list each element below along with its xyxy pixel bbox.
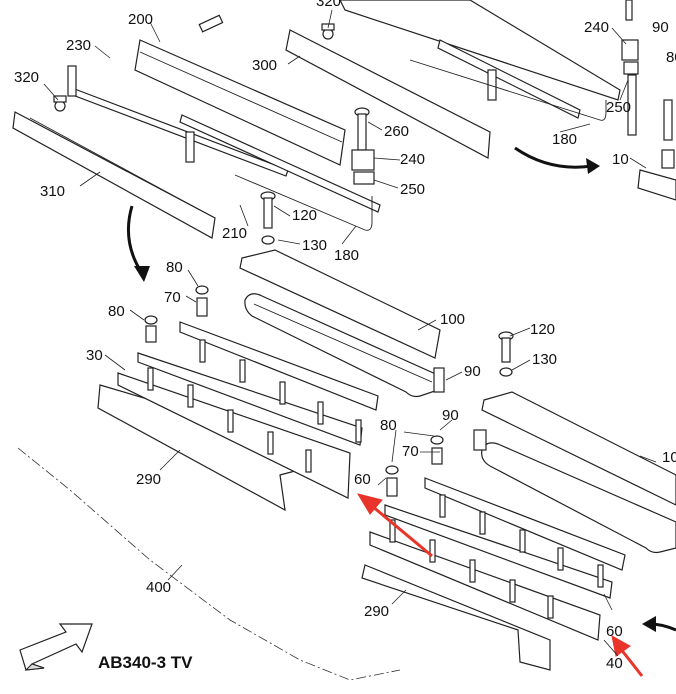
- rail-300: [285, 29, 491, 159]
- label-90-right: 90: [442, 407, 459, 424]
- bolt-260: [354, 107, 370, 151]
- heater-loop-right: [481, 442, 676, 554]
- label-250-right: 250: [606, 99, 631, 116]
- label-60-right: 60: [606, 623, 623, 640]
- label-80-right: 80: [380, 417, 397, 434]
- terminal-90-right: [473, 429, 487, 451]
- label-120-left: 120: [292, 207, 317, 224]
- label-90-mid: 90: [464, 363, 481, 380]
- orientation-arrow-icon: [19, 623, 93, 671]
- frame-top-right: [339, 0, 621, 101]
- standoff-70-left: [195, 285, 209, 317]
- label-70-right: 70: [402, 443, 419, 460]
- bolt-120-left: [260, 191, 276, 245]
- label-250-left: 250: [400, 181, 425, 198]
- label-80-top: 80: [666, 49, 676, 66]
- label-120-right: 120: [530, 321, 555, 338]
- bracket-left-b: [185, 131, 195, 163]
- label-180-left: 180: [334, 247, 359, 264]
- plate-30: [117, 372, 351, 499]
- standoff-70-right: [430, 435, 444, 465]
- pins-left: [147, 339, 362, 473]
- label-240-right: 240: [584, 19, 609, 36]
- label-200: 200: [128, 11, 153, 28]
- part-10-top: [637, 169, 676, 201]
- arrow-top-right: [514, 146, 593, 169]
- rod-180-left: [234, 174, 373, 231]
- label-210: 210: [222, 225, 247, 242]
- arrow-left-down-head: [134, 266, 150, 282]
- label-300: 300: [252, 57, 277, 74]
- label-240-left: 240: [400, 151, 425, 168]
- label-40: 40: [606, 655, 623, 672]
- heater-loop-100: [244, 293, 444, 398]
- label-60-left: 60: [354, 471, 371, 488]
- screw-top: [198, 14, 224, 33]
- label-290-right: 290: [364, 603, 389, 620]
- leader-lines: [43, 9, 657, 657]
- label-400: 400: [146, 579, 171, 596]
- plate-290-right: [361, 564, 551, 671]
- arrow-left-down: [126, 205, 142, 271]
- plate-100: [239, 249, 441, 359]
- highlight-arrow-60-left: [356, 493, 433, 558]
- standoff-80-right: [385, 465, 399, 497]
- arrow-bottom-right-head: [642, 616, 656, 632]
- hinge-240-250-left: [351, 149, 375, 185]
- arrow-top-right-head: [586, 158, 600, 174]
- plate-40-top: [424, 477, 626, 571]
- label-30: 30: [86, 347, 103, 364]
- label-10-right: 10: [662, 449, 676, 466]
- bar-210: [179, 114, 381, 213]
- label-230: 230: [66, 37, 91, 54]
- hinge-240-250-right: [621, 0, 639, 136]
- label-320-top: 320: [316, 0, 341, 10]
- screw-320-left: [53, 95, 67, 112]
- bolt-right-edge: [661, 99, 675, 169]
- plate-40-upper: [384, 504, 613, 599]
- diagram-title: AB340-3 TV: [98, 653, 193, 672]
- standoff-80-left: [144, 315, 158, 343]
- plate-30-upper: [137, 352, 363, 446]
- label-310: 310: [40, 183, 65, 200]
- label-80-a: 80: [166, 259, 183, 276]
- plate-30-top: [179, 321, 379, 411]
- highlight-arrow-60-right: [611, 635, 644, 677]
- label-320-left: 320: [14, 69, 39, 86]
- channel-200: [134, 39, 346, 166]
- bracket-left-a: [67, 65, 77, 97]
- label-260: 260: [384, 123, 409, 140]
- label-180-right: 180: [552, 131, 577, 148]
- rail-310: [12, 111, 216, 239]
- plate-40: [369, 531, 601, 641]
- label-100: 100: [440, 311, 465, 328]
- bolt-120-right: [498, 331, 514, 377]
- label-10-top: 10: [612, 151, 629, 168]
- terminal-90-left: [433, 367, 445, 393]
- label-70-a: 70: [164, 289, 181, 306]
- label-130-right: 130: [532, 351, 557, 368]
- plate-10-right: [481, 391, 676, 506]
- label-290-left: 290: [136, 471, 161, 488]
- frame-outline-400: [17, 447, 401, 681]
- pins-right: [389, 494, 604, 619]
- rod-180-right: [409, 59, 607, 121]
- label-90-top: 90: [652, 19, 669, 36]
- label-80-b: 80: [108, 303, 125, 320]
- label-130-left: 130: [302, 237, 327, 254]
- bar-top-right: [437, 39, 581, 119]
